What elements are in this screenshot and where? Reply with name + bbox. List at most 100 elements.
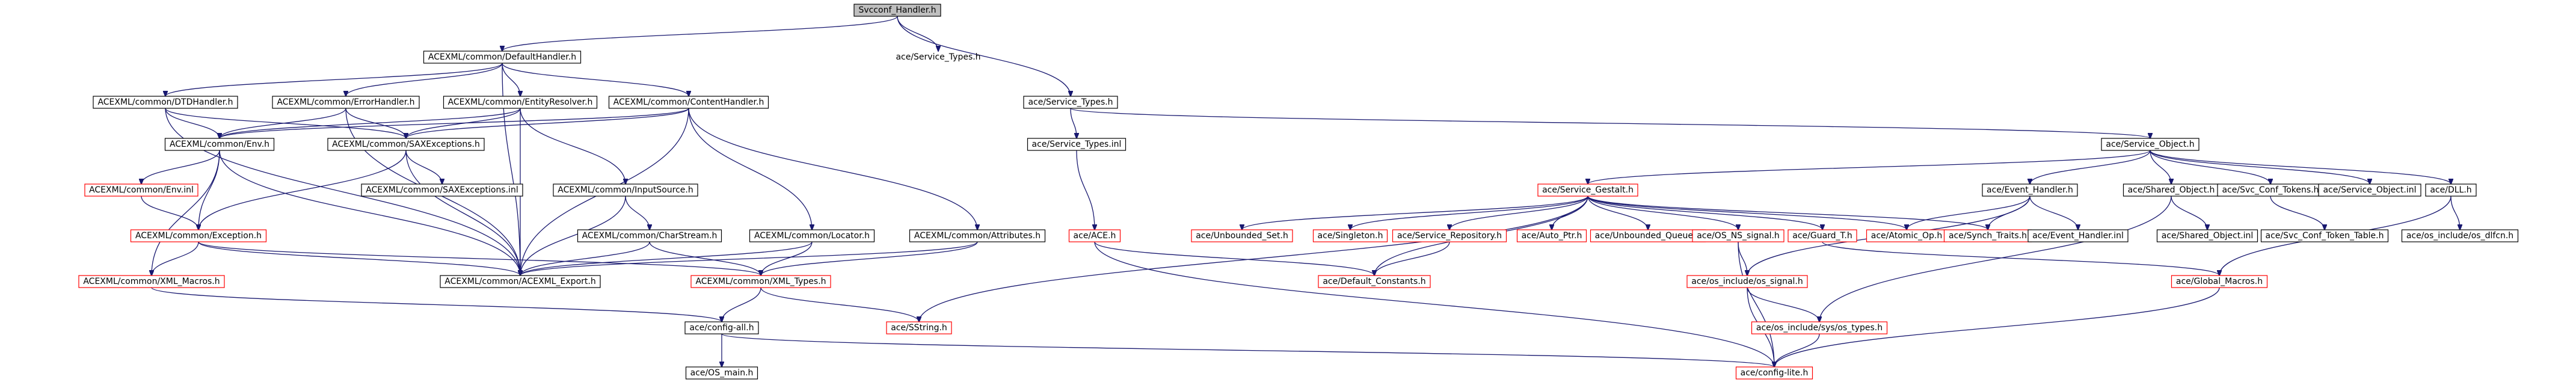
edge-shobj-to-systyp xyxy=(1819,196,2172,322)
node-svct[interactable]: ace/Service_Types.h xyxy=(1023,96,1118,109)
node-chars[interactable]: ACEXML/common/CharStream.h xyxy=(577,229,722,242)
edge-inps-to-exp xyxy=(520,196,626,276)
node-srep[interactable]: ace/Service_Repository.h xyxy=(1392,229,1507,242)
node-label-defc: ace/Default_Constants.h xyxy=(1323,277,1425,286)
node-dll[interactable]: ace/DLL.h xyxy=(2425,183,2477,197)
node-svcconf[interactable]: ace/Svc_Conf_Tokens.h xyxy=(2217,183,2324,197)
edge-conth-to-env xyxy=(220,108,689,138)
node-shobji[interactable]: ace/Shared_Object.inl xyxy=(2156,229,2258,242)
node-sgest[interactable]: ace/Service_Gestalt.h xyxy=(1537,183,1638,197)
node-sing[interactable]: ace/Singleton.h xyxy=(1312,229,1388,242)
node-label-loc: ACEXML/common/Locator.h xyxy=(754,231,870,241)
node-xmlm[interactable]: ACEXML/common/XML_Macros.h xyxy=(78,275,225,288)
node-defh[interactable]: ACEXML/common/DefaultHandler.h xyxy=(423,51,582,64)
node-cfgall[interactable]: ace/config-all.h xyxy=(684,321,759,334)
edge-sgest-to-sing xyxy=(1350,196,1588,230)
node-label-cfglite: ace/config-lite.h xyxy=(1741,368,1809,378)
node-dtdh[interactable]: ACEXML/common/DTDHandler.h xyxy=(93,96,238,109)
edge-systyp-to-cfglite xyxy=(1774,333,1820,367)
node-evthi[interactable]: ace/Event_Handler.inl xyxy=(2027,229,2129,242)
edge-envinl-to-excp xyxy=(141,196,198,230)
node-synch[interactable]: ace/Synch_Traits.h xyxy=(1943,229,2032,242)
node-box-evth xyxy=(1982,183,2078,197)
node-xmlt[interactable]: ACEXML/common/XML_Types.h xyxy=(690,275,831,288)
node-label-xmlt: ACEXML/common/XML_Types.h xyxy=(695,277,826,286)
node-label-inps: ACEXML/common/InputSource.h xyxy=(558,185,693,195)
node-svctt[interactable]: ace/Svc_Conf_Token_Table.h xyxy=(2260,229,2389,242)
node-label-svcti: ace/Service_Types.inl xyxy=(1032,140,1122,149)
edge-saxe-to-saxei xyxy=(405,150,442,184)
node-glob[interactable]: ace/Global_Macros.h xyxy=(2171,275,2268,288)
node-box-defc xyxy=(1318,275,1431,288)
node-label-synch: ace/Synch_Traits.h xyxy=(1949,231,2027,241)
node-attr[interactable]: ACEXML/common/Attributes.h xyxy=(909,229,1046,242)
node-svcti[interactable]: ace/Service_Types.inl xyxy=(1027,138,1127,151)
node-ossig[interactable]: ace/os_include/os_signal.h xyxy=(1686,275,1808,288)
node-box-guard xyxy=(1788,229,1857,242)
node-svcoi[interactable]: ace/Service_Object.inl xyxy=(2318,183,2421,197)
node-label-xmlm: ACEXML/common/XML_Macros.h xyxy=(83,277,220,286)
node-guard[interactable]: ace/Guard_T.h xyxy=(1788,229,1857,242)
node-svco[interactable]: ace/Service_Object.h xyxy=(2101,138,2199,151)
edges-layer xyxy=(141,16,2460,367)
node-box-dlfcn xyxy=(2401,229,2519,242)
node-defc[interactable]: ace/Default_Constants.h xyxy=(1318,275,1431,288)
node-autop[interactable]: ace/Auto_Ptr.h xyxy=(1516,229,1587,242)
node-label-root: Svcconf_Handler.h xyxy=(858,5,936,15)
node-label-sstr: ace/SString.h xyxy=(891,323,947,333)
node-box-excp xyxy=(130,229,267,242)
node-box-ossig xyxy=(1686,275,1808,288)
node-conth[interactable]: ACEXML/common/ContentHandler.h xyxy=(608,96,769,109)
node-systyp[interactable]: ace/os_include/sys/os_types.h xyxy=(1751,321,1888,334)
node-box-svcti xyxy=(1027,138,1127,151)
node-label-unbs: ace/Unbounded_Set.h xyxy=(1196,231,1288,241)
edge-srep-to-defc xyxy=(1374,241,1450,276)
node-env[interactable]: ACEXML/common/Env.h xyxy=(164,138,275,151)
node-unbs[interactable]: ace/Unbounded_Set.h xyxy=(1191,229,1293,242)
node-label-env: ACEXML/common/Env.h xyxy=(170,140,269,149)
node-box-dll xyxy=(2425,183,2477,197)
node-box-cfgall xyxy=(684,321,759,334)
node-label-entr: ACEXML/common/EntityResolver.h xyxy=(448,97,593,107)
node-shobj[interactable]: ace/Shared_Object.h xyxy=(2123,183,2220,197)
node-box-loc xyxy=(749,229,875,242)
node-osns[interactable]: ace/OS_NS_signal.h xyxy=(1692,229,1784,242)
node-box-systyp xyxy=(1751,321,1888,334)
node-label-excp: ACEXML/common/Exception.h xyxy=(135,231,262,241)
edge-attr-to-exp xyxy=(520,241,978,276)
node-box-chars xyxy=(577,229,722,242)
node-sstr[interactable]: ace/SString.h xyxy=(886,321,952,334)
edge-evth-to-evthi xyxy=(2029,196,2078,230)
node-root[interactable]: Svcconf_Handler.h xyxy=(853,4,941,17)
node-atom[interactable]: ace/Atomic_Op.h xyxy=(1866,229,1947,242)
node-box-cfglite xyxy=(1735,366,1813,380)
node-cfglite[interactable]: ace/config-lite.h xyxy=(1735,366,1813,380)
node-saxe[interactable]: ACEXML/common/SAXExceptions.h xyxy=(327,138,485,151)
node-label-systyp: ace/os_include/sys/os_types.h xyxy=(1756,323,1883,333)
node-label-evth: ace/Event_Handler.h xyxy=(1987,185,2073,195)
node-dlfcn[interactable]: ace/os_include/os_dlfcn.h xyxy=(2401,229,2519,242)
node-saxei[interactable]: ACEXML/common/SAXExceptions.inl xyxy=(361,183,523,197)
node-evth[interactable]: ace/Event_Handler.h xyxy=(1982,183,2078,197)
node-label-conth: ACEXML/common/ContentHandler.h xyxy=(613,97,764,107)
edge-env-to-envinl xyxy=(141,150,220,184)
edge-xmlt-to-cfgall xyxy=(722,287,761,322)
node-envinl[interactable]: ACEXML/common/Env.inl xyxy=(84,183,198,197)
node-errh[interactable]: ACEXML/common/ErrorHandler.h xyxy=(272,96,420,109)
edge-svct-to-svco xyxy=(1070,108,2150,138)
node-unbq[interactable]: ace/Unbounded_Queue.h xyxy=(1590,229,1706,242)
node-inps[interactable]: ACEXML/common/InputSource.h xyxy=(553,183,698,197)
node-box-attr xyxy=(909,229,1046,242)
node-osmain[interactable]: ace/OS_main.h xyxy=(685,366,758,380)
edge-svct-to-svcti xyxy=(1070,108,1077,138)
node-entr[interactable]: ACEXML/common/EntityResolver.h xyxy=(443,96,598,109)
node-box-defh xyxy=(423,51,582,64)
node-exp[interactable]: ACEXML/common/ACEXML_Export.h xyxy=(440,275,601,288)
node-loc[interactable]: ACEXML/common/Locator.h xyxy=(749,229,875,242)
node-box-xmlt xyxy=(690,275,831,288)
node-ace[interactable]: ace/ACE.h xyxy=(1068,229,1121,242)
edge-saxe-to-excp xyxy=(198,150,407,230)
node-label-svct_lbl: ace/Service_Types.h xyxy=(896,52,980,62)
node-excp[interactable]: ACEXML/common/Exception.h xyxy=(130,229,267,242)
edge-ace-to-cfglite xyxy=(1094,241,1774,367)
